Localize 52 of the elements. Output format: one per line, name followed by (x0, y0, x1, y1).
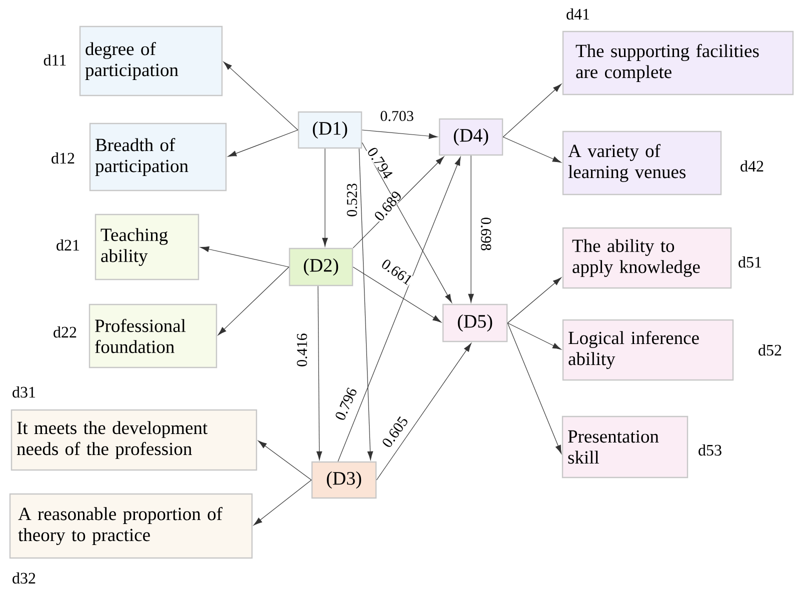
arrow (338, 156, 461, 462)
indicator-box: Professional foundation (88, 304, 218, 368)
arrow (223, 62, 298, 130)
edge-label: 0.796 (334, 386, 358, 422)
arrow (322, 148, 328, 247)
indicator-box: Presentation skill (562, 416, 688, 478)
factor-box: (D5) (442, 304, 508, 342)
indicator-box: Teaching ability (94, 214, 200, 280)
indicator-box: The supporting facilities are complete (562, 30, 794, 96)
arrow (502, 84, 562, 138)
edge-label: 0.703 (380, 110, 414, 122)
arrow (200, 246, 290, 268)
edge-label: 0.523 (346, 182, 358, 218)
indicator-box: Breadth of participation (89, 122, 227, 192)
arrow (228, 130, 298, 157)
factor-box: (D4) (438, 118, 504, 156)
edge-label: 0.416 (296, 332, 308, 368)
edge-label: 0.698 (480, 216, 492, 252)
indicator-box: The ability to apply knowledge (562, 227, 732, 289)
arrow (507, 277, 562, 324)
item-code: d22 (54, 326, 76, 338)
item-code: d21 (56, 239, 80, 251)
arrow (358, 148, 374, 460)
arrow (507, 322, 562, 454)
arrow (502, 136, 562, 163)
item-code: d31 (12, 386, 36, 398)
indicator-box: It meets the development needs of the profession (10, 409, 258, 471)
arrow (352, 266, 442, 322)
item-code: d11 (44, 54, 66, 66)
item-code: d51 (738, 256, 762, 268)
item-code: d41 (566, 8, 590, 20)
factor-box: (D2) (288, 248, 354, 286)
arrow (254, 480, 312, 526)
arrow (218, 266, 290, 336)
arrow (258, 440, 312, 480)
arrow (316, 286, 322, 460)
factor-box: (D3) (311, 461, 377, 499)
indicator-box: Logical inference ability (562, 319, 734, 381)
arrow (507, 322, 562, 350)
indicator-box: degree of participation (79, 26, 223, 96)
arrow (468, 155, 474, 303)
arrow (376, 343, 472, 480)
arrow (362, 142, 452, 303)
indicator-box: A reasonable proportion of theory to practice (9, 493, 253, 559)
item-code: d42 (740, 160, 764, 172)
item-code: d52 (758, 344, 782, 356)
item-code: d32 (12, 572, 36, 584)
indicator-box: A variety of learning venues (562, 130, 722, 196)
item-code: d12 (52, 152, 74, 164)
arrow (362, 130, 438, 139)
item-code: d53 (698, 444, 722, 456)
factor-box: (D1) (298, 111, 362, 149)
